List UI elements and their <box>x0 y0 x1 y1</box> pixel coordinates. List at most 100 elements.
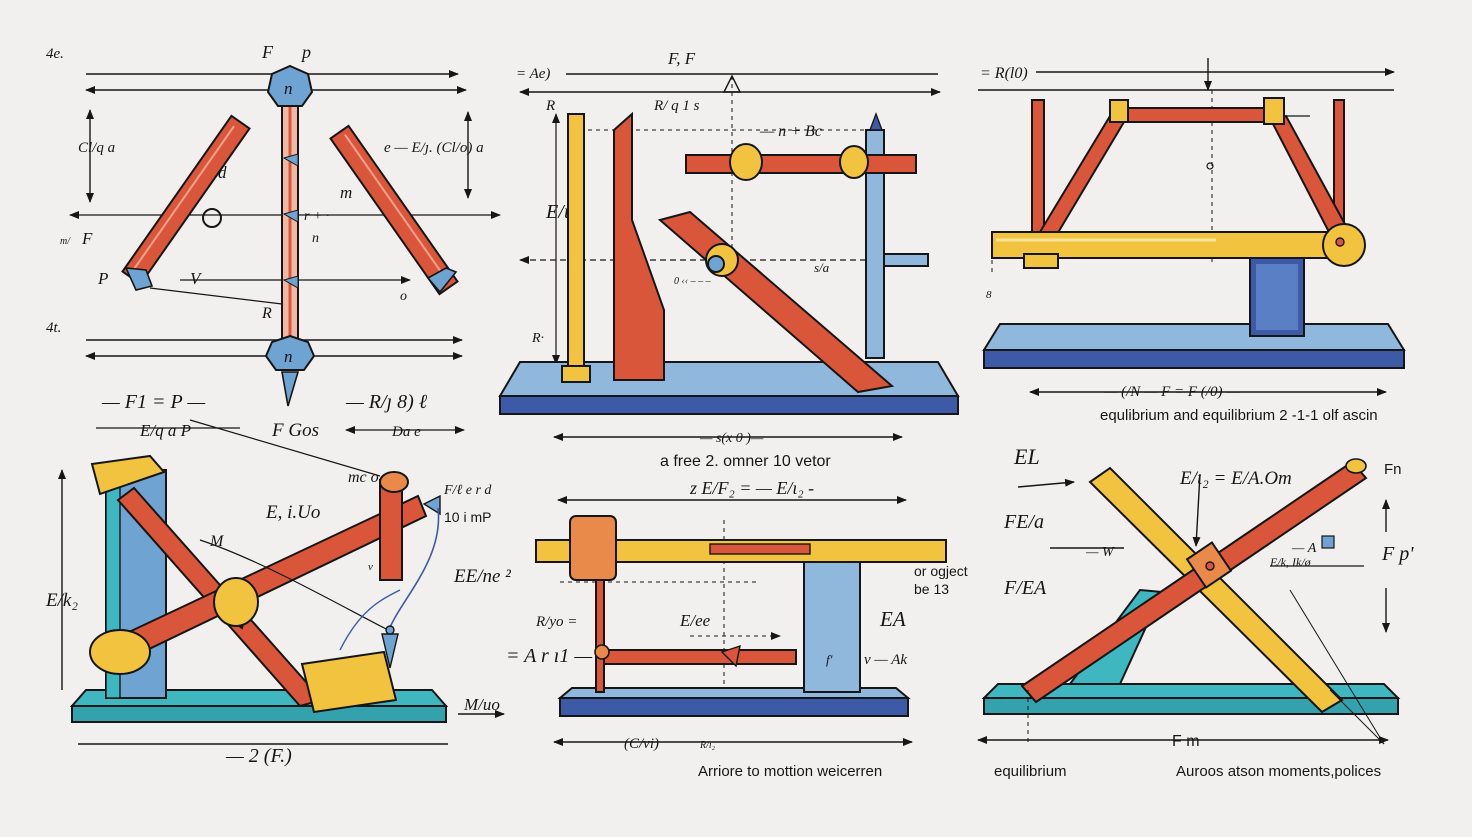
panel-bottom-left: E/k₂ M mc o E, i.Uo F/ℓ e r d 10 i mP EE… <box>45 419 511 767</box>
shaft-marker-icon <box>282 153 299 167</box>
r-label: R <box>545 98 555 114</box>
horizontal-beam <box>685 154 917 174</box>
caption-left: equilibrium <box>994 763 1067 780</box>
top-p-label: p <box>300 42 311 62</box>
top-equation: z E/F₂ = — E/ι₂ - <box>689 478 814 498</box>
ea-label: EA <box>879 607 906 631</box>
right-guide-line <box>1329 689 1385 745</box>
fea-label: F/EA <box>1003 577 1047 599</box>
f-top-label-2: 10 i mP <box>444 509 491 525</box>
bottom-dimension-label: — s(x 0 )— <box>699 431 764 446</box>
base-platform-top <box>982 323 1406 351</box>
yellow-block <box>300 650 398 714</box>
r-label: R <box>261 305 272 322</box>
top-hub-pivot-icon <box>266 64 314 107</box>
square-marker-icon <box>1321 535 1335 549</box>
dimension-small-label: R/ı₂ <box>699 740 716 751</box>
a-label: — A <box>1291 541 1317 556</box>
o-label: o <box>400 289 407 304</box>
red-post-cap <box>379 471 409 493</box>
e-ne-label: EE/ne ² <box>453 566 511 587</box>
corner-label: 4t. <box>46 320 61 336</box>
f-sub-label: m/ <box>60 236 71 247</box>
e-u-label: E, i.Uo <box>265 502 320 523</box>
panel-caption: equlibrium and equilibrium 2 -1-1 olf as… <box>1100 407 1378 424</box>
truss-joint-right <box>1263 97 1285 125</box>
w-label: — W <box>1085 545 1115 560</box>
orange-block <box>569 515 617 581</box>
beam-clamp-left <box>729 143 763 181</box>
beam-inlay <box>709 543 811 555</box>
v-label: V <box>190 269 203 288</box>
right-s-label: s/a <box>814 260 830 275</box>
blue-support <box>803 555 861 693</box>
support-block-face <box>1256 264 1298 330</box>
hub-bottom-label: n <box>284 347 293 366</box>
m-right-label: M/uo <box>463 695 500 714</box>
note-label: or ogject <box>914 563 968 579</box>
top-forces-label: F, F <box>667 49 696 68</box>
arrow-icon <box>720 644 741 668</box>
lever-pivot-icon <box>213 577 259 627</box>
bottom-dimension-label: — 2 (F.) <box>225 745 292 767</box>
top-left-expression: = Ae) <box>516 66 550 82</box>
left-diagonal-beam <box>121 114 251 286</box>
left-dimension-label: Cl/q a <box>78 140 115 156</box>
arc-line-blue <box>339 589 401 651</box>
deck-bracket <box>1023 253 1059 269</box>
red-cross-beam <box>1020 460 1368 704</box>
side-expression: — n + Bc <box>759 123 822 140</box>
shaft-r-label: r + · <box>304 209 329 224</box>
n-ak-label: v — Ak <box>864 652 907 668</box>
panel-top-left: 4e. 4t. F p n n Cl/q a d m/ F P V e — E/… <box>46 42 501 441</box>
shaft-marker-icon <box>282 275 299 289</box>
red-lower-beam <box>595 649 797 665</box>
el-label: EL <box>1013 444 1040 469</box>
roller-pivot-icon <box>1322 223 1366 267</box>
red-hanger <box>595 579 605 693</box>
right-diagonal-beam <box>329 124 459 296</box>
moment-center-icon <box>202 208 222 228</box>
top-expression: = R(l0) <box>980 65 1028 82</box>
panel-bottom-right: EL FE/a F/EA E/ι₂ = E/A.Om — W Fn — A E/… <box>977 444 1414 780</box>
post-tip-icon <box>868 112 884 131</box>
base-platform-front <box>499 395 959 415</box>
top-equation: E/ι₂ = E/A.Om <box>1179 468 1292 489</box>
fm-label: F m <box>1172 733 1200 750</box>
hanging-string <box>387 507 440 633</box>
r-left-label: R/yo = <box>535 614 577 630</box>
left-8-label: 8 <box>986 289 992 301</box>
blue-post-arm <box>883 253 929 267</box>
roller-pin <box>1335 237 1345 247</box>
equation-label: — (/N — F = F (/0) — <box>1103 384 1240 400</box>
equation-mid: F Gos <box>271 420 319 441</box>
fn-label: Fn <box>1384 461 1402 478</box>
equation-right-2: Da e <box>391 424 421 440</box>
bottom-hub-pivot-icon <box>264 334 316 407</box>
yellow-post-foot <box>561 365 591 383</box>
beam-clamp-right <box>839 145 869 179</box>
column-cap <box>90 454 166 496</box>
leader-line <box>189 419 381 477</box>
down-arrow <box>1192 473 1201 547</box>
cross-pivot-icon <box>1205 561 1215 571</box>
lever-end-pivot-icon <box>89 629 151 675</box>
angle-label: 0 ‹‹ – – – <box>674 276 712 287</box>
corner-label: 4e. <box>46 46 64 62</box>
m-label: m <box>340 183 352 202</box>
centroid-marker-icon <box>1206 162 1214 170</box>
left-foot-icon <box>124 267 154 291</box>
base-platform-front <box>559 697 909 717</box>
lever-tie-line <box>149 287 283 305</box>
right-expression-label: e — E/ȷ. (Cl/o) a <box>384 140 484 156</box>
hanger-pivot-icon <box>594 644 610 660</box>
r-expression: R/ q 1 s <box>653 98 700 114</box>
plumb-knot <box>385 625 395 635</box>
base-platform-front <box>71 705 447 723</box>
note-label-2: be 13 <box>914 581 949 597</box>
shaft-marker-icon <box>282 209 299 223</box>
f-label: F <box>81 229 93 248</box>
m-label: M <box>209 533 225 550</box>
